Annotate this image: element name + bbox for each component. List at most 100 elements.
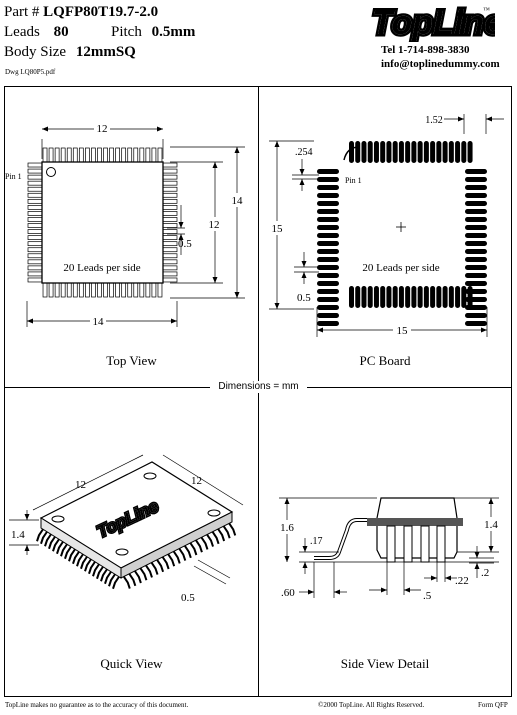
quick-lead-left	[36, 528, 44, 542]
pcb-bottom-pad	[411, 286, 417, 308]
right-lead	[162, 168, 178, 174]
pcb-dim-bottom-15: 15	[397, 325, 409, 337]
bottom-lead	[97, 282, 102, 298]
pcb-left-pad	[317, 241, 339, 246]
part-number: Part # LQFP80T19.7-2.0	[4, 4, 159, 20]
side-lead	[436, 525, 446, 563]
pcb-right-pad	[465, 313, 487, 318]
telephone: Tel 1-714-898-3830	[381, 44, 470, 56]
pitch-value: 0.5mm	[151, 24, 196, 40]
pcb-left-pad	[317, 233, 339, 238]
body-size-row: Body Size 12mmSQ	[4, 44, 136, 60]
pcb-left-pad	[317, 177, 339, 182]
quick-dim-right-12: 12	[191, 475, 202, 487]
right-lead	[162, 198, 178, 204]
quick-lead-left	[72, 551, 80, 565]
right-dim-14: 14	[232, 195, 244, 207]
pcb-top-pad	[380, 141, 386, 163]
pcb-left-pad	[317, 217, 339, 222]
pcb-top-pad	[373, 141, 379, 163]
pcb-right-pad	[465, 201, 487, 206]
quick-lead-right	[189, 542, 198, 556]
pcb-right-pad	[465, 321, 487, 326]
side-standoff: .17	[310, 536, 323, 547]
top-lead	[103, 147, 108, 163]
right-lead	[162, 217, 178, 222]
pcb-bottom-pad	[448, 286, 454, 308]
bottom-lead	[151, 282, 157, 298]
right-lead	[162, 162, 178, 168]
top-view-pin1-label: Pin 1	[5, 172, 22, 181]
quick-lead-left	[52, 538, 60, 552]
pcb-bottom-pad	[423, 286, 429, 308]
pcb-right-pad	[465, 257, 487, 262]
quick-lead-right	[228, 522, 237, 536]
top-lead	[139, 147, 145, 163]
bottom-lead	[72, 282, 78, 298]
bottom-lead	[91, 282, 96, 298]
quick-lead-left	[44, 533, 52, 547]
top-lead	[60, 147, 66, 163]
pcb-top-pad	[436, 141, 442, 163]
top-lead	[157, 147, 163, 163]
footer-disclaimer: TopLine makes no guarantee as to the acc…	[5, 701, 189, 709]
top-lead	[127, 147, 133, 163]
right-lead	[162, 277, 178, 283]
quick-lead-right	[183, 545, 192, 559]
left-lead	[27, 271, 43, 277]
right-lead	[162, 211, 178, 216]
quick-lead-right	[211, 531, 220, 545]
right-lead	[162, 235, 178, 240]
side-lead	[403, 525, 413, 563]
quick-lead-left	[108, 573, 116, 587]
left-lead	[27, 229, 43, 234]
pcb-bottom-pad	[398, 286, 404, 308]
pcb-left-pad	[317, 225, 339, 230]
top-lead	[145, 147, 151, 163]
quick-dim-left-12: 12	[75, 479, 86, 491]
left-lead	[27, 186, 43, 192]
bottom-lead	[54, 282, 60, 298]
right-lead	[162, 247, 178, 253]
left-lead	[27, 247, 43, 253]
quick-lead-right	[172, 550, 181, 564]
pcb-dim-254: .254	[295, 147, 313, 158]
pcb-right-pad	[465, 169, 487, 174]
pcb-right-pad	[465, 233, 487, 238]
pcb-top-pad	[467, 141, 473, 163]
pcb-top-pad	[355, 141, 361, 163]
pcb-bottom-pad	[373, 286, 379, 308]
quick-lead-right	[167, 553, 176, 567]
quick-lead-left	[84, 558, 92, 572]
logo-trademark: ™	[483, 6, 490, 14]
pcb-bottom-pad	[349, 286, 354, 308]
pcb-bottom-pad	[436, 286, 442, 308]
left-lead	[27, 277, 43, 283]
pcb-bottom-pad	[386, 286, 392, 308]
side-lead-thickness: .2	[481, 567, 489, 579]
quick-lead-right	[178, 548, 187, 561]
quick-height: 1.4	[11, 529, 25, 541]
left-lead	[27, 211, 43, 216]
pcb-dim-1-52: 1.52	[425, 115, 443, 126]
pcb-left-pad	[317, 249, 339, 254]
side-lead	[420, 525, 430, 563]
quick-lead-left	[40, 531, 48, 545]
pcb-left-pad	[317, 273, 339, 278]
quick-lead-left	[60, 543, 68, 557]
top-lead	[48, 147, 54, 163]
bottom-lead	[115, 282, 120, 298]
pcb-left-pad	[317, 185, 339, 190]
pcb-top-pad	[361, 141, 367, 163]
top-view-body	[41, 161, 164, 284]
pcb-right-pad	[465, 241, 487, 246]
top-view-pitch: 0.5	[178, 238, 192, 250]
pcb-right-pad	[465, 273, 487, 278]
pcb-leads-label: 20 Leads per side	[362, 262, 439, 274]
pcb-top-pad	[367, 141, 373, 163]
pcb-top-pad	[455, 141, 461, 163]
pcb-pads	[317, 141, 487, 326]
right-lead	[162, 180, 178, 186]
pcb-left-pad	[317, 321, 339, 326]
right-lead	[162, 271, 178, 277]
